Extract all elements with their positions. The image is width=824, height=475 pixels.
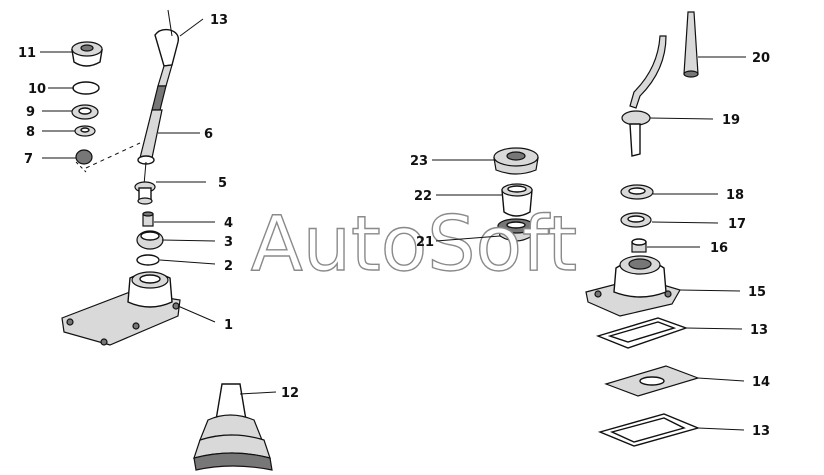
- callout-17: 17: [728, 217, 746, 232]
- watermark: AutoSoft: [251, 199, 577, 288]
- part-10-ring: [72, 81, 100, 95]
- part-22-sleeve: [501, 183, 533, 217]
- callout-2: 2: [224, 259, 233, 274]
- part-23-cap: [493, 147, 539, 175]
- callout-8: 8: [26, 125, 35, 140]
- callout-11: 11: [18, 46, 36, 61]
- part-9-ring: [71, 104, 99, 120]
- callout-13-upper: 13: [750, 323, 768, 338]
- callout-18: 18: [726, 188, 744, 203]
- callout-6: 6: [204, 127, 213, 142]
- part-19-shift-rod: [621, 35, 667, 157]
- callout-13-knob: 13: [210, 13, 228, 28]
- part-13-knob: [154, 9, 180, 67]
- callout-9: 9: [26, 105, 35, 120]
- part-7-nut: [75, 149, 93, 173]
- part-12-boot: [193, 383, 273, 471]
- callout-23: 23: [410, 154, 428, 169]
- part-2-ring: [136, 254, 160, 266]
- callout-16: 16: [710, 241, 728, 256]
- part-13-gasket-upper: [595, 317, 689, 349]
- part-20-rod: [683, 11, 699, 78]
- leader-lines: [40, 18, 746, 431]
- part-11-cap: [71, 41, 103, 67]
- callout-1: 1: [224, 318, 233, 333]
- part-16-bushing: [631, 238, 647, 253]
- part-21-bushing: [497, 218, 535, 242]
- part-13-gasket-lower: [597, 413, 701, 447]
- part-1-housing: [61, 271, 181, 346]
- callout-5: 5: [218, 176, 227, 191]
- part-14-plate: [604, 365, 700, 397]
- part-6-lever: [137, 64, 173, 186]
- callout-4: 4: [224, 216, 233, 231]
- callout-21: 21: [416, 235, 434, 250]
- part-17-ring: [620, 212, 652, 228]
- part-15-housing: [585, 255, 681, 317]
- callout-22: 22: [414, 189, 432, 204]
- axis-line: [85, 142, 141, 169]
- callout-10: 10: [28, 82, 46, 97]
- callout-19: 19: [722, 113, 740, 128]
- part-4-bushing: [142, 211, 154, 227]
- callout-13-lower: 13: [752, 424, 770, 439]
- callout-20: 20: [752, 51, 770, 66]
- callout-3: 3: [224, 235, 233, 250]
- callout-7: 7: [24, 152, 33, 167]
- callout-15: 15: [748, 285, 766, 300]
- part-5-pivot: [134, 181, 156, 205]
- part-8-washer: [74, 125, 96, 137]
- callout-12: 12: [281, 386, 299, 401]
- part-18-ring: [620, 184, 654, 200]
- part-3-ball: [136, 230, 164, 250]
- callout-14: 14: [752, 375, 770, 390]
